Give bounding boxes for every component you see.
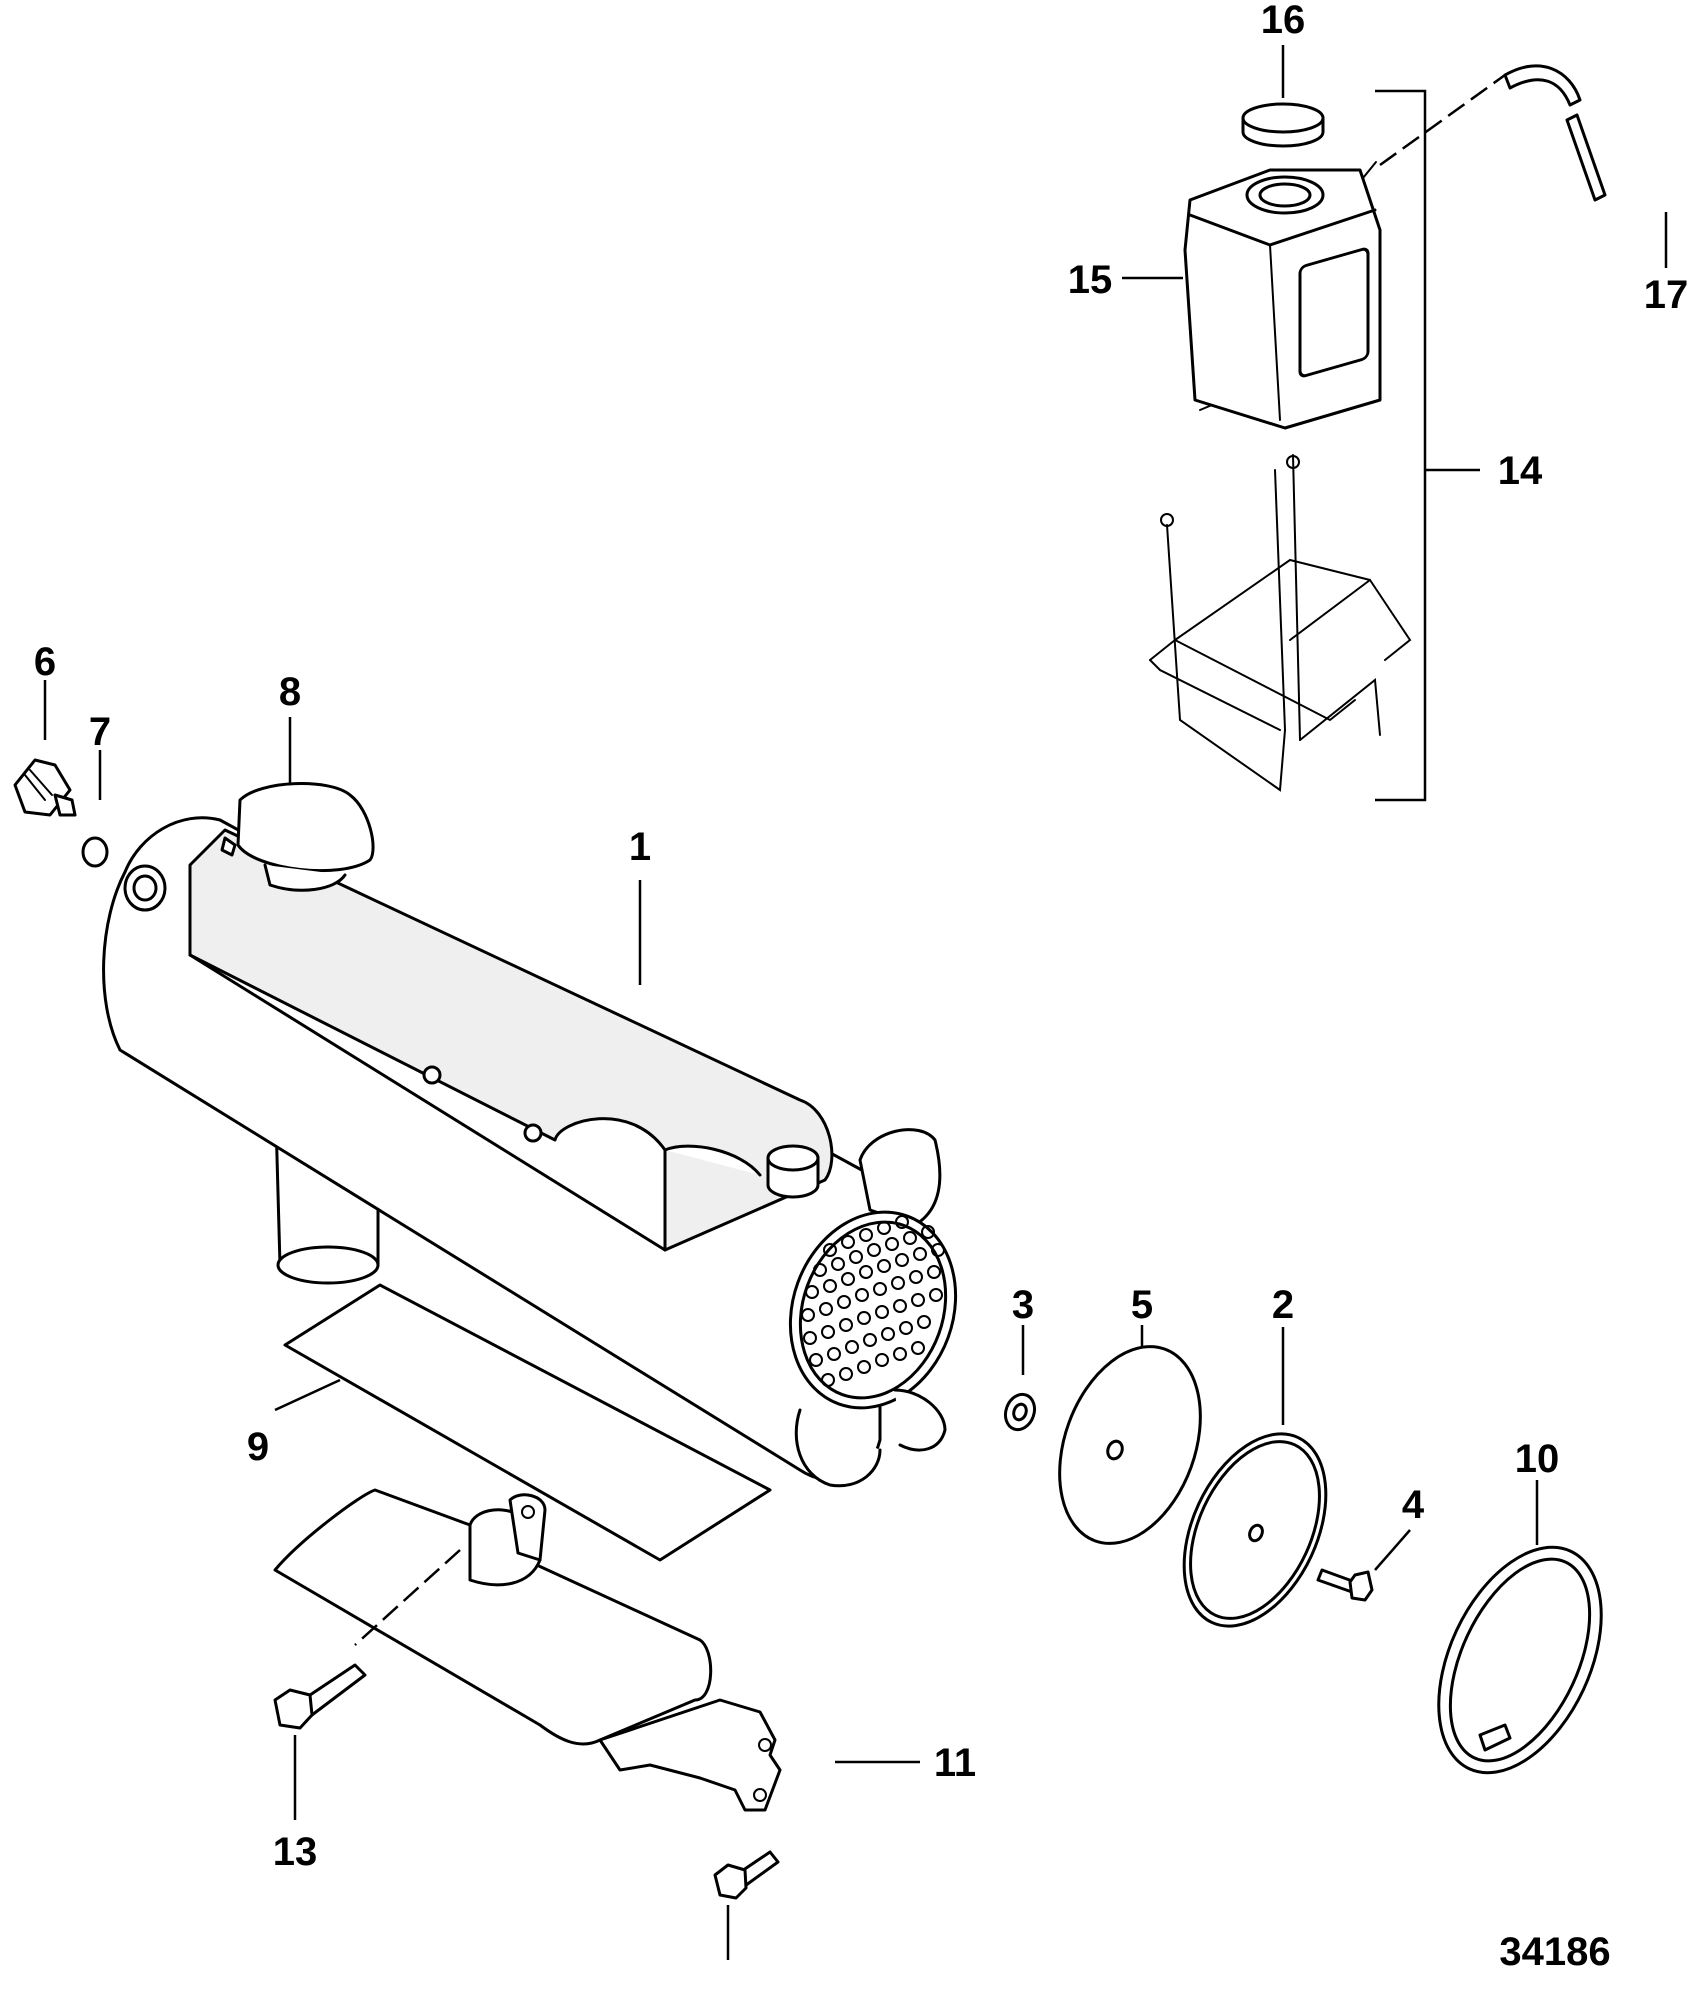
figure-number: 34186 <box>1499 1930 1610 1974</box>
mounting-bolt <box>713 1850 780 1960</box>
overflow-hose <box>1503 64 1668 268</box>
o-ring <box>81 750 109 868</box>
coolant-reservoir <box>1122 161 1382 430</box>
callout-16: 16 <box>1261 0 1306 42</box>
callout-5: 5 <box>1131 1283 1153 1327</box>
insulator <box>274 1283 772 1562</box>
reservoir-wire-bracket <box>1149 454 1412 792</box>
callout-3: 3 <box>1012 1283 1034 1327</box>
callout-2: 2 <box>1272 1283 1294 1327</box>
screw <box>1316 1529 1411 1602</box>
callout-9: 9 <box>247 1425 269 1469</box>
callout-17: 17 <box>1644 273 1689 317</box>
reservoir-cap <box>1241 45 1325 148</box>
tube-bundle-holes <box>801 1215 945 1387</box>
end-cap <box>1182 1327 1328 1628</box>
callout-4: 4 <box>1402 1483 1425 1527</box>
callout-13: 13 <box>273 1830 318 1874</box>
callout-10: 10 <box>1515 1437 1560 1481</box>
callout-14: 14 <box>1498 449 1543 493</box>
callout-8: 8 <box>279 670 301 714</box>
reservoir-kit-bracket-line <box>1375 89 1480 802</box>
drain-plug <box>13 680 77 817</box>
pressure-cap <box>220 717 375 892</box>
bolt <box>273 1663 367 1820</box>
gasket <box>1058 1325 1202 1545</box>
hose-routing-dashline <box>1379 73 1506 167</box>
callout-1: 1 <box>629 825 651 869</box>
callout-15: 15 <box>1068 258 1113 302</box>
bracket <box>273 1488 920 1812</box>
callout-6: 6 <box>34 640 56 684</box>
callout-7: 7 <box>89 710 111 754</box>
bolt-routing-dashline <box>354 1549 461 1646</box>
washer <box>1003 1325 1037 1432</box>
hose-clamp <box>1437 1480 1603 1775</box>
callout-11: 11 <box>934 1741 976 1785</box>
